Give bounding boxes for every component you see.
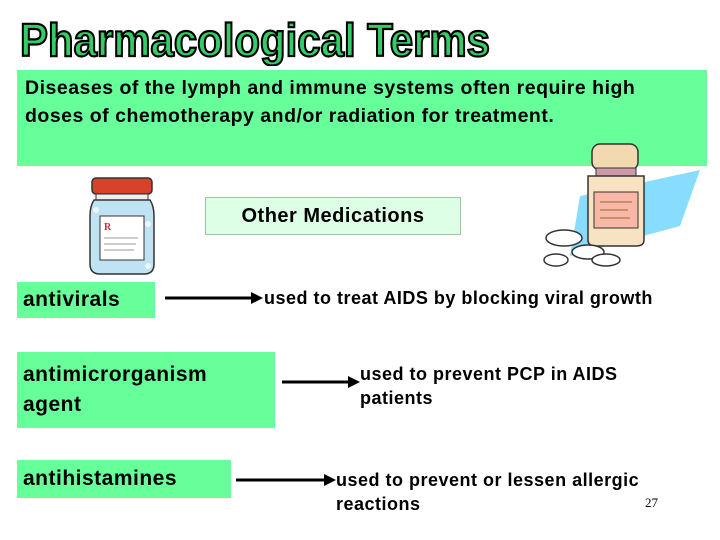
term-antihistamines: antihistamines (17, 460, 231, 498)
term-antivirals: antivirals (17, 282, 155, 318)
definition-antihistamines: used to prevent or lessen allergic react… (336, 470, 640, 514)
page-title: Pharmacological Terms (19, 13, 491, 66)
definition-antimicroorganism-agent: used to prevent PCP in AIDS patients (360, 364, 618, 408)
section-heading: Other Medications (205, 197, 461, 235)
term-antimicroorganism-agent: antimicrorganism agent (17, 352, 275, 428)
page-number: 27 (645, 495, 658, 510)
arrow-icon (236, 474, 336, 486)
page-title-text: Pharmacological Terms (20, 14, 490, 66)
definition-antivirals: used to treat AIDS by blocking viral gro… (264, 288, 653, 308)
medicine-bottle-icon: R (89, 177, 155, 275)
arrow-icon (165, 292, 263, 304)
intro-text: Diseases of the lymph and immune systems… (17, 70, 707, 166)
svg-text:R: R (104, 222, 112, 233)
arrow-icon (282, 376, 360, 388)
pill-bottle-with-tablets-icon (543, 143, 700, 267)
